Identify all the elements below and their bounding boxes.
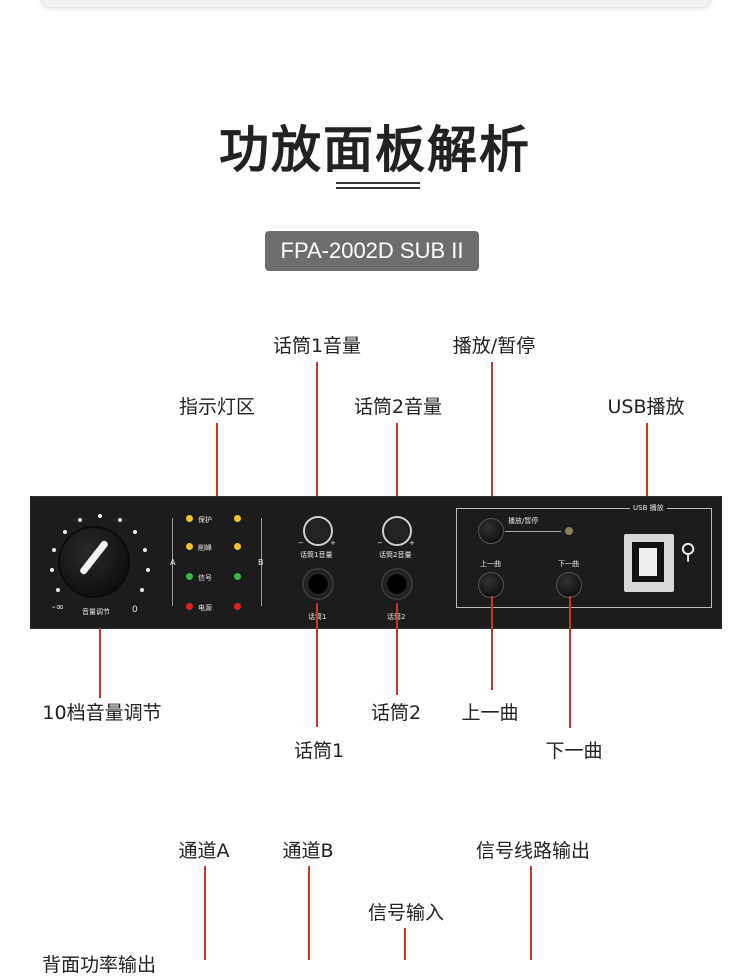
mic2-plus: +: [409, 539, 415, 547]
callout-mic1: 话筒1: [293, 740, 345, 762]
max-mark: 0: [132, 605, 138, 615]
callout-channel-a: 通道A: [178, 840, 230, 862]
scale-dot: [133, 530, 137, 534]
usb-icon: ⚲: [680, 540, 697, 565]
leader-next-track: [569, 596, 571, 728]
title-underline: [336, 182, 420, 184]
media-frame: [456, 508, 712, 608]
led-protect-a: [186, 515, 193, 522]
play-indicator-led: [565, 527, 573, 535]
scale-dot: [146, 568, 150, 572]
led-label-clip: 削峰: [198, 544, 212, 552]
callout-volume-10: 10档音量调节: [42, 702, 162, 724]
callout-play-pause: 播放/暂停: [452, 335, 536, 357]
model-badge: FPA-2002D SUB II: [265, 231, 479, 271]
mic2-volume-pot[interactable]: [382, 516, 412, 546]
top-card-edge: [40, 0, 712, 8]
mic2-jack[interactable]: [381, 568, 413, 600]
callout-signal-in: 信号输入: [367, 902, 445, 924]
next-label: 下一曲: [558, 560, 579, 568]
play-pause-button[interactable]: [478, 518, 504, 544]
leader-mic1-volume: [316, 362, 318, 510]
led-clip-b: [234, 543, 241, 550]
callout-signal-line-out: 信号线路输出: [475, 840, 591, 862]
usb-port[interactable]: [624, 534, 674, 592]
led-clip-a: [186, 543, 193, 550]
led-power-a: [186, 603, 193, 610]
leader-signal-in: [404, 928, 406, 960]
leader-play-pause: [491, 362, 493, 514]
mic1-jack[interactable]: [302, 568, 334, 600]
led-protect-b: [234, 515, 241, 522]
leader-channel-a: [204, 866, 206, 960]
callout-rear-power-out: 背面功率输出: [42, 954, 157, 976]
min-mark: -∞: [52, 602, 64, 613]
leader-mic2-volume: [396, 423, 398, 510]
leader-channel-b: [308, 866, 310, 960]
play-pause-line: [505, 531, 561, 532]
scale-dot: [63, 530, 67, 534]
scale-dot: [52, 548, 56, 552]
mic1-minus: −: [298, 539, 304, 547]
title-underline-2: [336, 187, 420, 189]
volume-knob-label: 音量调节: [82, 608, 110, 616]
led-power-b: [234, 603, 241, 610]
leader-usb-play: [646, 423, 648, 514]
indicator-frame: [172, 518, 262, 606]
mic2-minus: −: [377, 539, 383, 547]
led-signal-b: [234, 573, 241, 580]
scale-dot: [50, 568, 54, 572]
led-label-power: 电源: [198, 604, 212, 612]
mic1-plus: +: [330, 539, 336, 547]
led-label-signal: 信号: [198, 574, 212, 582]
leader-indicator-area: [216, 423, 218, 518]
amplifier-front-panel: -∞ 0 音量调节 保护 削峰 信号 电源 A B − + 话筒1音量 话筒1 …: [30, 496, 722, 629]
callout-channel-b: 通道B: [282, 840, 334, 862]
led-label-protect: 保护: [198, 516, 212, 524]
mic1-volume-label: 话筒1音量: [300, 551, 333, 559]
leader-signal-line-out: [530, 866, 532, 960]
page-title: 功放面板解析: [219, 121, 531, 179]
mic1-volume-pot[interactable]: [303, 516, 333, 546]
prev-label: 上一曲: [480, 560, 501, 568]
leader-mic1: [316, 603, 318, 727]
led-signal-a: [186, 573, 193, 580]
scale-dot: [56, 588, 60, 592]
scale-dot: [78, 518, 82, 522]
usb-label: USB 播放: [630, 503, 667, 513]
callout-indicator-area: 指示灯区: [178, 396, 256, 418]
side-a-label: A: [170, 558, 176, 567]
play-pause-label: 播放/暂停: [508, 517, 539, 525]
scale-dot: [98, 514, 102, 518]
callout-next-track: 下一曲: [545, 740, 603, 762]
leader-volume-10: [99, 628, 101, 698]
callout-mic2-volume: 话筒2音量: [353, 396, 443, 418]
scale-dot: [143, 548, 147, 552]
callout-usb-play: USB播放: [607, 396, 685, 418]
side-b-label: B: [258, 558, 264, 567]
leader-prev-track: [491, 596, 493, 690]
mic2-volume-label: 话筒2音量: [379, 551, 412, 559]
leader-mic2: [396, 603, 398, 695]
next-track-button[interactable]: [556, 572, 582, 598]
scale-dot: [118, 518, 122, 522]
callout-mic2: 话筒2: [370, 702, 422, 724]
prev-track-button[interactable]: [478, 572, 504, 598]
callout-prev-track: 上一曲: [461, 702, 519, 724]
scale-dot: [140, 588, 144, 592]
callout-mic1-volume: 话筒1音量: [272, 335, 362, 357]
